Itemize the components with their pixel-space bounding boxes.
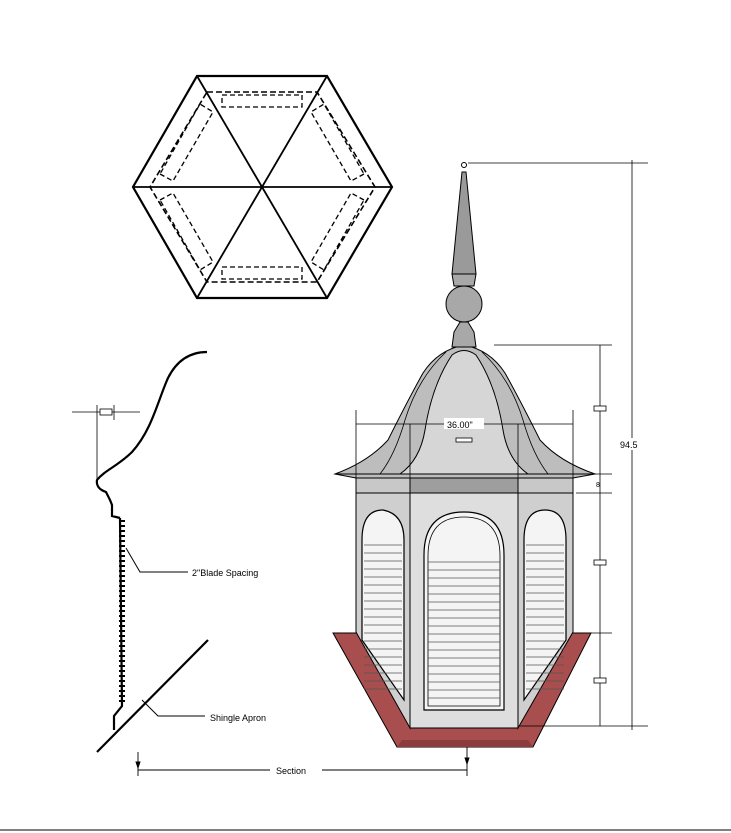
section-top-dimension [72,405,140,480]
finial-ball [445,285,483,323]
hexagon-inner-outline [149,91,376,283]
finial-base [451,321,477,348]
section-dimension [135,745,470,776]
shingle-apron-leader [141,699,205,717]
louver-window-right [523,509,567,702]
cupola-elevation [332,162,597,748]
shingle-apron-label: Shingle Apron [210,713,266,723]
louver-window-left [361,509,405,702]
width-dimension-label: 36.00" [447,420,473,430]
louver-window-front [423,511,505,711]
section-profile [72,350,209,753]
wall-profile [112,517,124,730]
plan-louver-panels [159,94,365,280]
blade-spacing-label: 2"Blade Spacing [192,568,258,578]
shingle-apron-line [96,639,209,753]
finial-tip [461,162,467,168]
finial-spire [451,171,477,275]
hexagon-spokes [133,75,392,299]
finial-collar [451,273,477,287]
blade-spacing-leader [125,547,188,573]
roof-profile-curve [95,350,208,520]
small-dimension-label: 8 [596,482,600,489]
bell-roof-front-panel [398,350,530,475]
height-dimension-label: 94.5 [620,440,638,450]
width-dimension [355,410,574,493]
plan-view-hexagon [131,74,394,300]
section-label: Section [276,766,306,776]
